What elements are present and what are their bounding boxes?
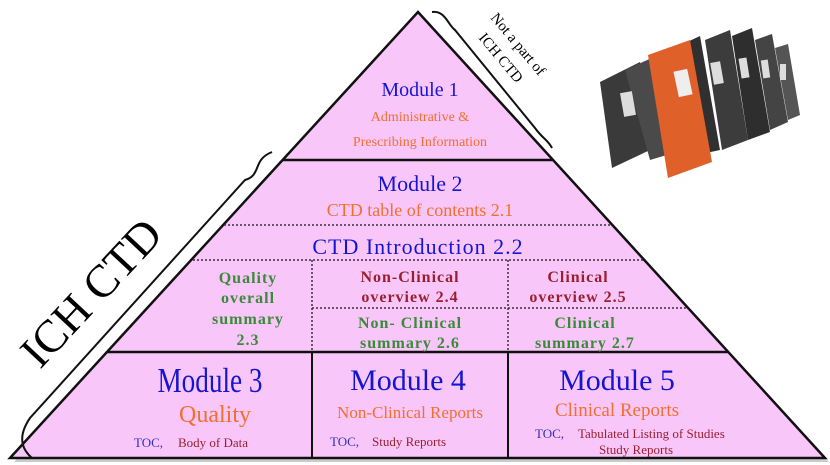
module4-toc: TOC,: [330, 434, 359, 449]
module5-subtitle: Clinical Reports: [555, 400, 679, 421]
module1-subtitle-1: Administrative &: [371, 110, 469, 125]
nonclinical-overview-2: overview 2.4: [361, 289, 458, 306]
module5-title: Module 5: [559, 364, 675, 397]
clinical-overview-2: overview 2.5: [529, 289, 626, 306]
module1-title: Module 1: [381, 79, 458, 101]
module5-content-2: Study Reports: [599, 442, 673, 457]
module3-toc: TOC,: [134, 435, 163, 450]
quality-summary-2: overall: [221, 290, 275, 307]
quality-summary-4: 2.3: [237, 332, 260, 349]
clinical-overview-1: Clinical: [547, 269, 608, 286]
ich-ctd-brace: [21, 151, 273, 459]
module2-subtitle: CTD table of contents 2.1: [327, 200, 513, 220]
binders-image: [600, 28, 800, 178]
ctd-introduction: CTD Introduction 2.2: [312, 234, 523, 259]
module5-content-1: Tabulated Listing of Studies: [578, 426, 725, 441]
nonclinical-summary-2: summary 2.6: [360, 335, 460, 352]
nonclinical-summary-1: Non- Clinical: [358, 315, 462, 332]
pyramid: [7, 10, 828, 460]
module5-toc: TOC,: [535, 426, 564, 441]
nonclinical-overview-1: Non-Clinical: [360, 269, 459, 286]
module1-subtitle-2: Prescribing Information: [353, 135, 487, 150]
quality-summary-3: summary: [212, 311, 284, 328]
module4-content: Study Reports: [372, 434, 446, 449]
module2-title: Module 2: [378, 171, 463, 196]
module3-title: Module 3: [158, 361, 263, 400]
module4-title: Module 4: [350, 364, 466, 397]
module1-brace: [431, 10, 553, 149]
module3-subtitle: Quality: [179, 402, 251, 428]
module4-subtitle: Non-Clinical Reports: [337, 403, 483, 422]
clinical-summary-2: summary 2.7: [535, 335, 635, 352]
module3-content: Body of Data: [178, 435, 248, 450]
clinical-summary-1: Clinical: [554, 315, 615, 332]
quality-summary-1: Quality: [219, 270, 278, 287]
